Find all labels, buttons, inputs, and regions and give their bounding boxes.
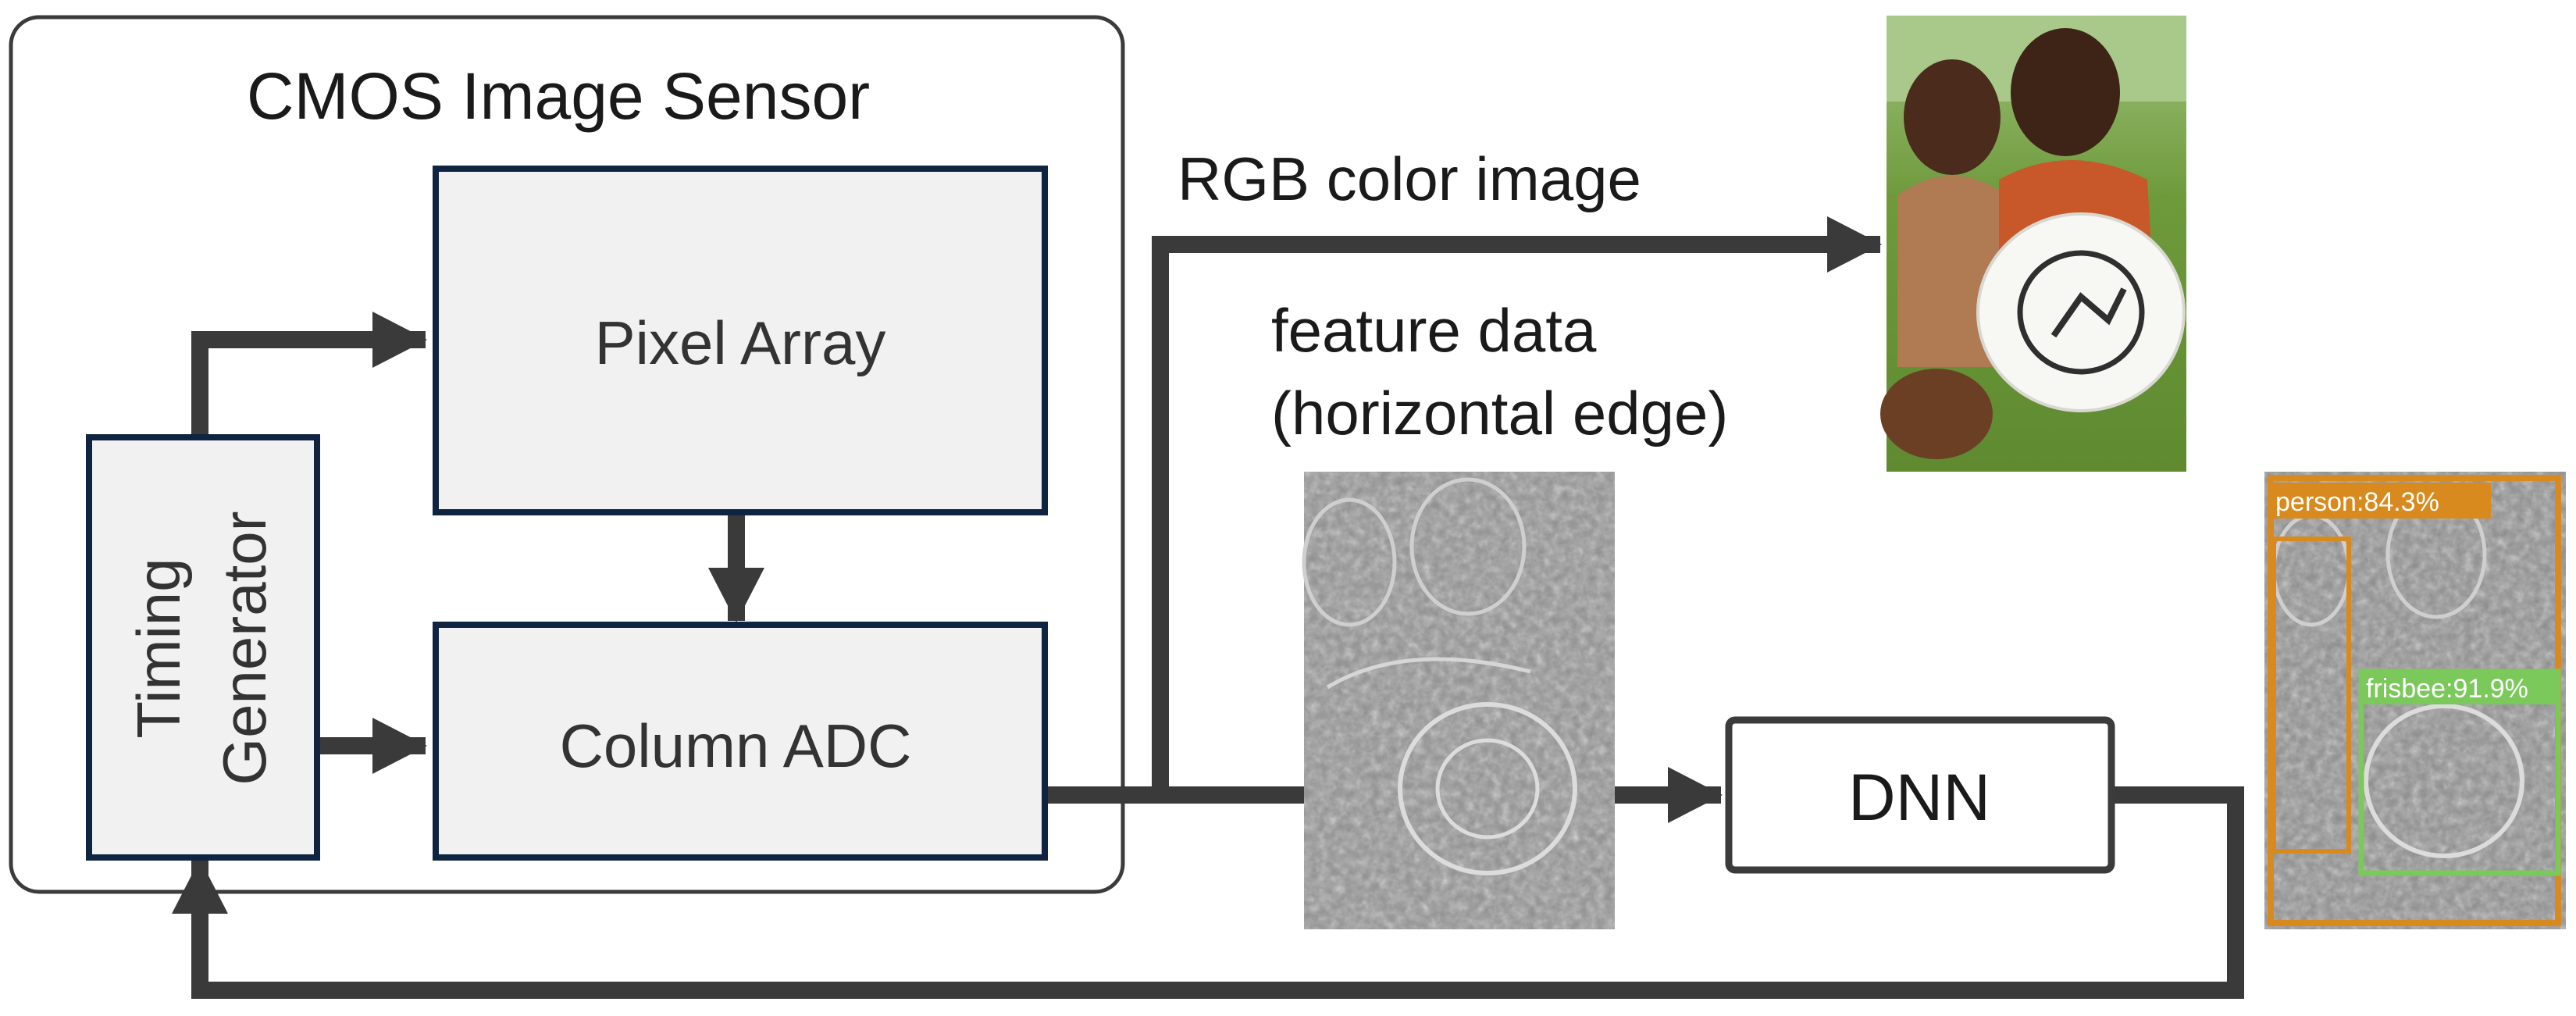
pixel-array-label: Pixel Array	[595, 308, 886, 377]
feature-data-label-line1: feature data	[1271, 296, 1597, 365]
feature-data-label-line2: (horizontal edge)	[1271, 379, 1728, 447]
arrow-timing-to-pixel-array	[191, 312, 427, 437]
dnn-label: DNN	[1848, 761, 1990, 834]
detection-photo-icon: person:84.3% frisbee:91.9%	[2264, 472, 2566, 929]
column-adc-label: Column ADC	[560, 711, 912, 780]
frisbee-detection-tag: frisbee:91.9%	[2366, 674, 2528, 704]
edge-photo-icon	[1302, 472, 1615, 929]
person-detection-tag: person:84.3%	[2275, 487, 2439, 517]
timing-generator-label-line2: Generator	[210, 511, 279, 785]
pixel-array-box	[433, 166, 1048, 515]
timing-generator-label-line1: Timing	[124, 558, 193, 738]
cmos-sensor-title: CMOS Image Sensor	[247, 59, 870, 133]
dnn-box	[1725, 716, 2115, 874]
timing-generator-box	[86, 434, 320, 861]
column-adc-box	[433, 622, 1048, 861]
rgb-photo-icon	[1880, 16, 2186, 472]
arrow-dnn-feedback-to-timing	[172, 786, 2244, 999]
arrow-to-rgb-image	[1152, 216, 1882, 804]
rgb-color-image-label: RGB color image	[1178, 144, 1641, 213]
person-bounding-box-small	[2271, 537, 2351, 854]
